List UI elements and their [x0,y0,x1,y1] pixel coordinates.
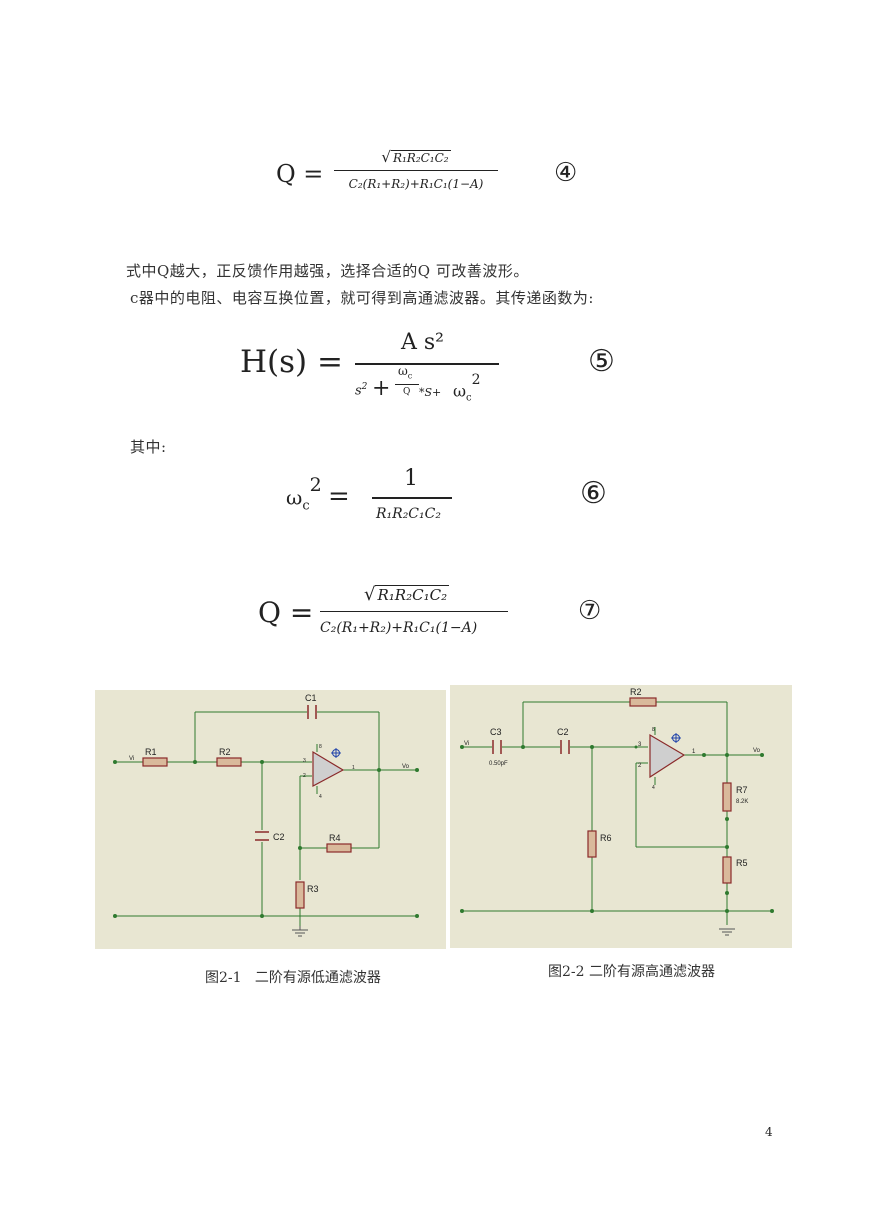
eq7-marker: ⑦ [578,596,602,626]
op-amp-2 [649,733,686,779]
label-c3-value: 0.50pF [489,761,508,767]
r4-resistor [326,843,352,853]
page-number: 4 [765,1125,773,1139]
label-vo: Vo [402,764,410,770]
label-r3: R3 [307,884,319,894]
eq4-num-vars: R₁R₂C₁C₂ [390,150,451,165]
r7-resistor [722,782,732,812]
figure-2-2-panel: R2 C3 0.50pF C2 R6 R7 8.2K R5 Vi Vo 3 2 … [450,685,792,948]
label-r2: R2 [219,747,231,757]
eq7-bar [320,611,508,612]
eq5-den-subbar [395,384,419,385]
label-r6: R6 [600,833,612,843]
label-pin8: 8 [652,727,655,733]
eq5-den-s: *S+ [419,386,442,399]
high-pass-circuit: R2 C3 0.50pF C2 R6 R7 8.2K R5 Vi Vo 3 2 … [460,687,774,936]
low-pass-circuit: C1 R1 R2 C2 R4 R3 Vi Vo 3 2 1 8 4 [113,693,419,937]
label-pin1: 1 [352,765,355,771]
eq4-marker: ④ [554,158,578,188]
eq4-numerator: √R₁R₂C₁C₂ [381,148,451,166]
eq6-numerator: 1 [404,466,418,491]
paragraph-line-2: c器中的电阻、电容互换位置，就可得到高通滤波器。其传递函数为: [130,289,594,307]
label-r2: R2 [630,687,642,697]
label-r7: R7 [736,785,748,795]
label-r7-value: 8.2K [736,799,748,805]
label-pin3: 3 [303,758,306,764]
label-pin3: 3 [638,742,642,748]
label-vi: Vi [464,741,469,747]
eq4-bar [334,170,498,171]
eq5-numerator: A s² [401,330,444,355]
r1-resistor [142,757,168,767]
label-vo: Vo [753,748,761,754]
eq5-den-omega: ωc [398,364,413,381]
r5-resistor [722,856,732,884]
eq5-bar [355,363,499,365]
eq4-lhs: Q = [276,160,324,188]
label-r1: R1 [145,747,157,757]
label-vi: Vi [129,756,134,762]
eq7-num-vars: R₁R₂C₁C₂ [375,585,450,604]
eq7-lhs: Q = [258,596,314,629]
r3-resistor [295,881,305,909]
label-c3: C3 [490,727,502,737]
eq6-lhs: ωc2 = [286,474,350,514]
eq5-fraction: A s² s2 + ωc Q *S+ ωc2 [355,330,499,420]
eq4-denominator: C₂(R₁+R₂)+R₁C₁(1−A) [348,177,484,191]
eq5-denominator: s2 + ωc Q *S+ ωc2 [355,364,499,420]
figure-2-2-caption: 图2-2 二阶有源高通滤波器 [548,964,715,980]
label-r4: R4 [329,833,341,843]
figure-2-1-caption: 图2-1 二阶有源低通滤波器 [205,970,381,986]
qizhong-label: 其中: [130,438,167,456]
r2-resistor [216,757,242,767]
eq7-denominator: C₂(R₁+R₂)+R₁C₁(1−A) [320,620,478,636]
label-r5: R5 [736,858,748,868]
label-c2: C2 [273,832,285,842]
figure-2-1-panel: C1 R1 R2 C2 R4 R3 Vi Vo 3 2 1 8 4 [95,690,446,949]
r2-resistor [629,697,657,707]
label-pin1: 1 [692,749,696,755]
label-pin2: 2 [638,763,642,769]
eq6-denominator: R₁R₂C₁C₂ [376,506,441,522]
paragraph-line-1: 式中Q越大，正反馈作用越强，选择合适的Q 可改善波形。 [126,262,529,280]
eq4-fraction: √R₁R₂C₁C₂ C₂(R₁+R₂)+R₁C₁(1−A) [334,148,498,191]
eq5-lhs: H(s) = [240,344,343,380]
label-c2: C2 [557,727,569,737]
eq5-den-s2: s2 [355,382,368,399]
label-pin2: 2 [303,773,306,779]
eq6-marker: ⑥ [580,476,607,511]
label-c1: C1 [305,693,317,703]
eq5-den-q: Q [403,387,411,397]
op-amp-1 [312,750,345,787]
label-pin4: 4 [319,794,322,800]
label-pin8: 8 [319,744,322,750]
eq6-bar [372,497,452,499]
eq5-marker: ⑤ [588,344,615,379]
eq5-den-omega2: ωc2 [453,372,481,404]
label-pin4: 4 [652,785,655,791]
eq7-numerator: √R₁R₂C₁C₂ [364,584,450,605]
r6-resistor [587,830,597,858]
eq5-den-plus: + [372,376,391,401]
